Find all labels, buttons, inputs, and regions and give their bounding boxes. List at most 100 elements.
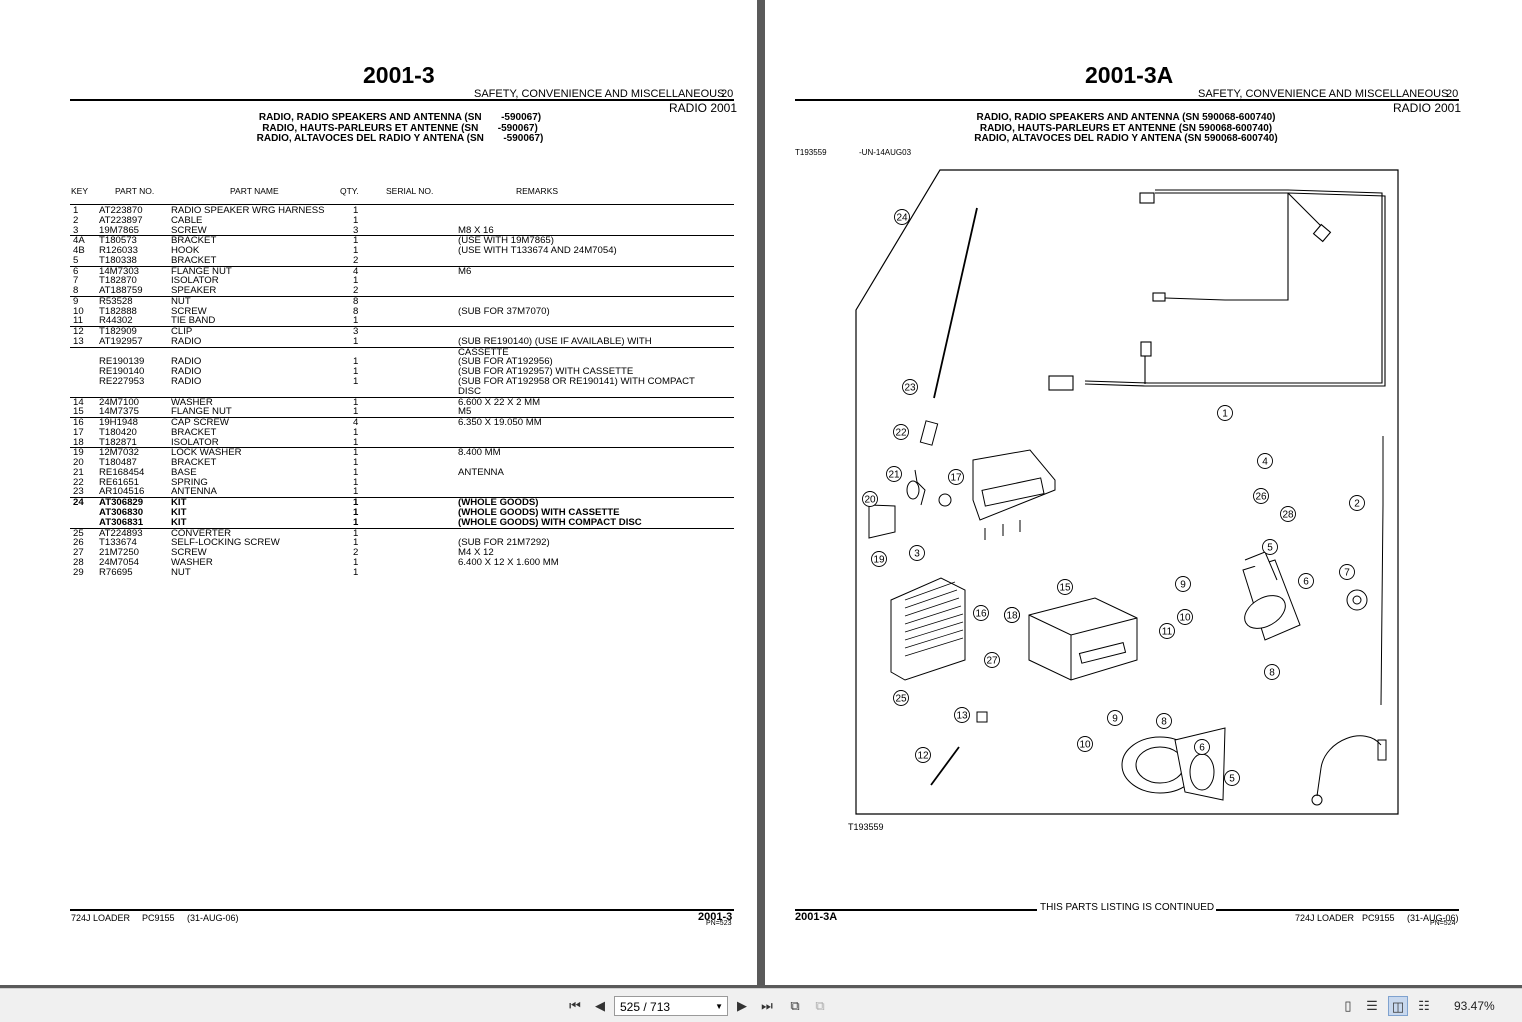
radio-unit [1028,597,1138,681]
part-remarks: 6.600 X 22 X 2 MM [458,396,541,408]
isolator [1346,589,1368,611]
previous-page-icon[interactable]: ◀ [595,998,605,1013]
paste-page-icon[interactable]: ⧉ [815,998,825,1013]
callout-number: 24 [896,213,908,224]
callout-circle [1280,506,1296,522]
part-remarks: 6.350 X 19.050 MM [458,417,542,429]
callout-number: 20 [864,495,876,506]
part-remarks: M6 [458,265,472,277]
description-fr: RADIO, HAUTS-PARLEURS ET ANTENNE (SN 590… [979,122,1273,134]
part-number: R53528 [99,295,133,307]
figure-caption: T193559 [848,822,884,832]
callout-number: 8 [1161,717,1167,728]
part-qty: 1 [353,396,359,408]
callout-circle [1107,710,1123,726]
callout-circle [1177,609,1193,625]
part-qty: 1 [353,447,359,459]
chevron-down-icon: ▼ [715,1002,723,1011]
callout-circle [886,466,902,482]
part-remarks: CASSETTE [458,346,509,358]
part-qty: 1 [353,245,359,257]
callout-number: 27 [986,656,998,667]
part-name: NUT [171,566,191,578]
col-header-key: KEY [71,186,89,196]
part-key: 13 [73,335,84,347]
part-key: 22 [73,476,84,488]
last-page-icon[interactable]: ⏭ [761,998,773,1013]
callout-circle [1004,607,1020,623]
section-title: SAFETY, CONVENIENCE AND MISCELLANEOUS [1198,88,1449,100]
part-name: LOCK WASHER [171,447,242,459]
section-title: SAFETY, CONVENIENCE AND MISCELLANEOUS [474,88,725,100]
callout-circle [1339,564,1355,580]
callout-number: 18 [1006,611,1018,622]
callout-number: 6 [1303,577,1309,588]
footer-rule [70,909,734,911]
callout-circle [1253,488,1269,504]
two-page-view-icon[interactable]: ◫ [1388,996,1408,1016]
part-name: WASHER [171,396,213,408]
part-number: T182871 [99,436,137,448]
part-name: NUT [171,295,191,307]
part-key: 14 [73,396,84,408]
part-name: SCREW [171,547,207,559]
part-number: RE61651 [99,476,140,488]
first-page-icon[interactable]: ⏮ [569,998,581,1013]
tie-band [930,746,960,786]
col-header-serial: SERIAL NO. [386,186,434,196]
callout-circle [1257,453,1273,469]
next-page-icon[interactable]: ▶ [737,998,747,1013]
callout-number: 6 [1199,743,1205,754]
callout-circle [1194,739,1210,755]
part-key: 6 [73,265,79,277]
callout-circle [909,545,925,561]
callout-circle [1159,623,1175,639]
part-name: CLIP [171,326,193,338]
group-description: RADIO, RADIO SPEAKERS AND ANTENNA (SN -5… [200,112,600,145]
footer-pc: PC9155 [1362,913,1395,923]
part-name: SPRING [171,476,208,488]
part-qty: 1 [353,516,359,528]
part-name: CABLE [171,214,203,226]
footer-date: (31-AUG-06) [1407,913,1459,923]
part-qty: 4 [353,265,359,277]
continuous-view-icon[interactable]: ☰ [1366,998,1378,1013]
page-number-select[interactable]: 525 / 713 ▼ [614,996,728,1016]
part-number: T180487 [99,457,137,469]
part-number: T182870 [99,275,137,287]
part-qty: 1 [353,537,359,549]
part-key: 29 [73,566,84,578]
callout-circle [1264,664,1280,680]
copy-page-icon[interactable]: ⧉ [790,998,800,1013]
single-page-view-icon[interactable]: ▯ [1344,998,1352,1013]
part-qty: 1 [353,457,359,469]
part-qty: 1 [353,315,359,327]
part-key: 20 [73,457,84,469]
zoom-level[interactable]: 93.47% [1454,999,1495,1013]
page-title: 2001-3A [1085,62,1174,88]
part-qty: 1 [353,556,359,568]
part-remarks: 8.400 MM [458,447,501,459]
part-name: BRACKET [171,457,217,469]
footer-model: 724J LOADER [71,913,131,923]
callout-circle [871,551,887,567]
part-name: FLANGE NUT [171,265,232,277]
part-number: RE190139 [99,356,145,368]
subsection-title: RADIO 2001 [1393,101,1462,115]
callout-number: 26 [1255,492,1267,503]
part-remarks: (SUB FOR AT192956) [458,356,553,368]
part-qty: 1 [353,497,359,509]
two-page-continuous-view-icon[interactable]: ☷ [1418,998,1430,1013]
part-qty: 3 [353,326,359,338]
